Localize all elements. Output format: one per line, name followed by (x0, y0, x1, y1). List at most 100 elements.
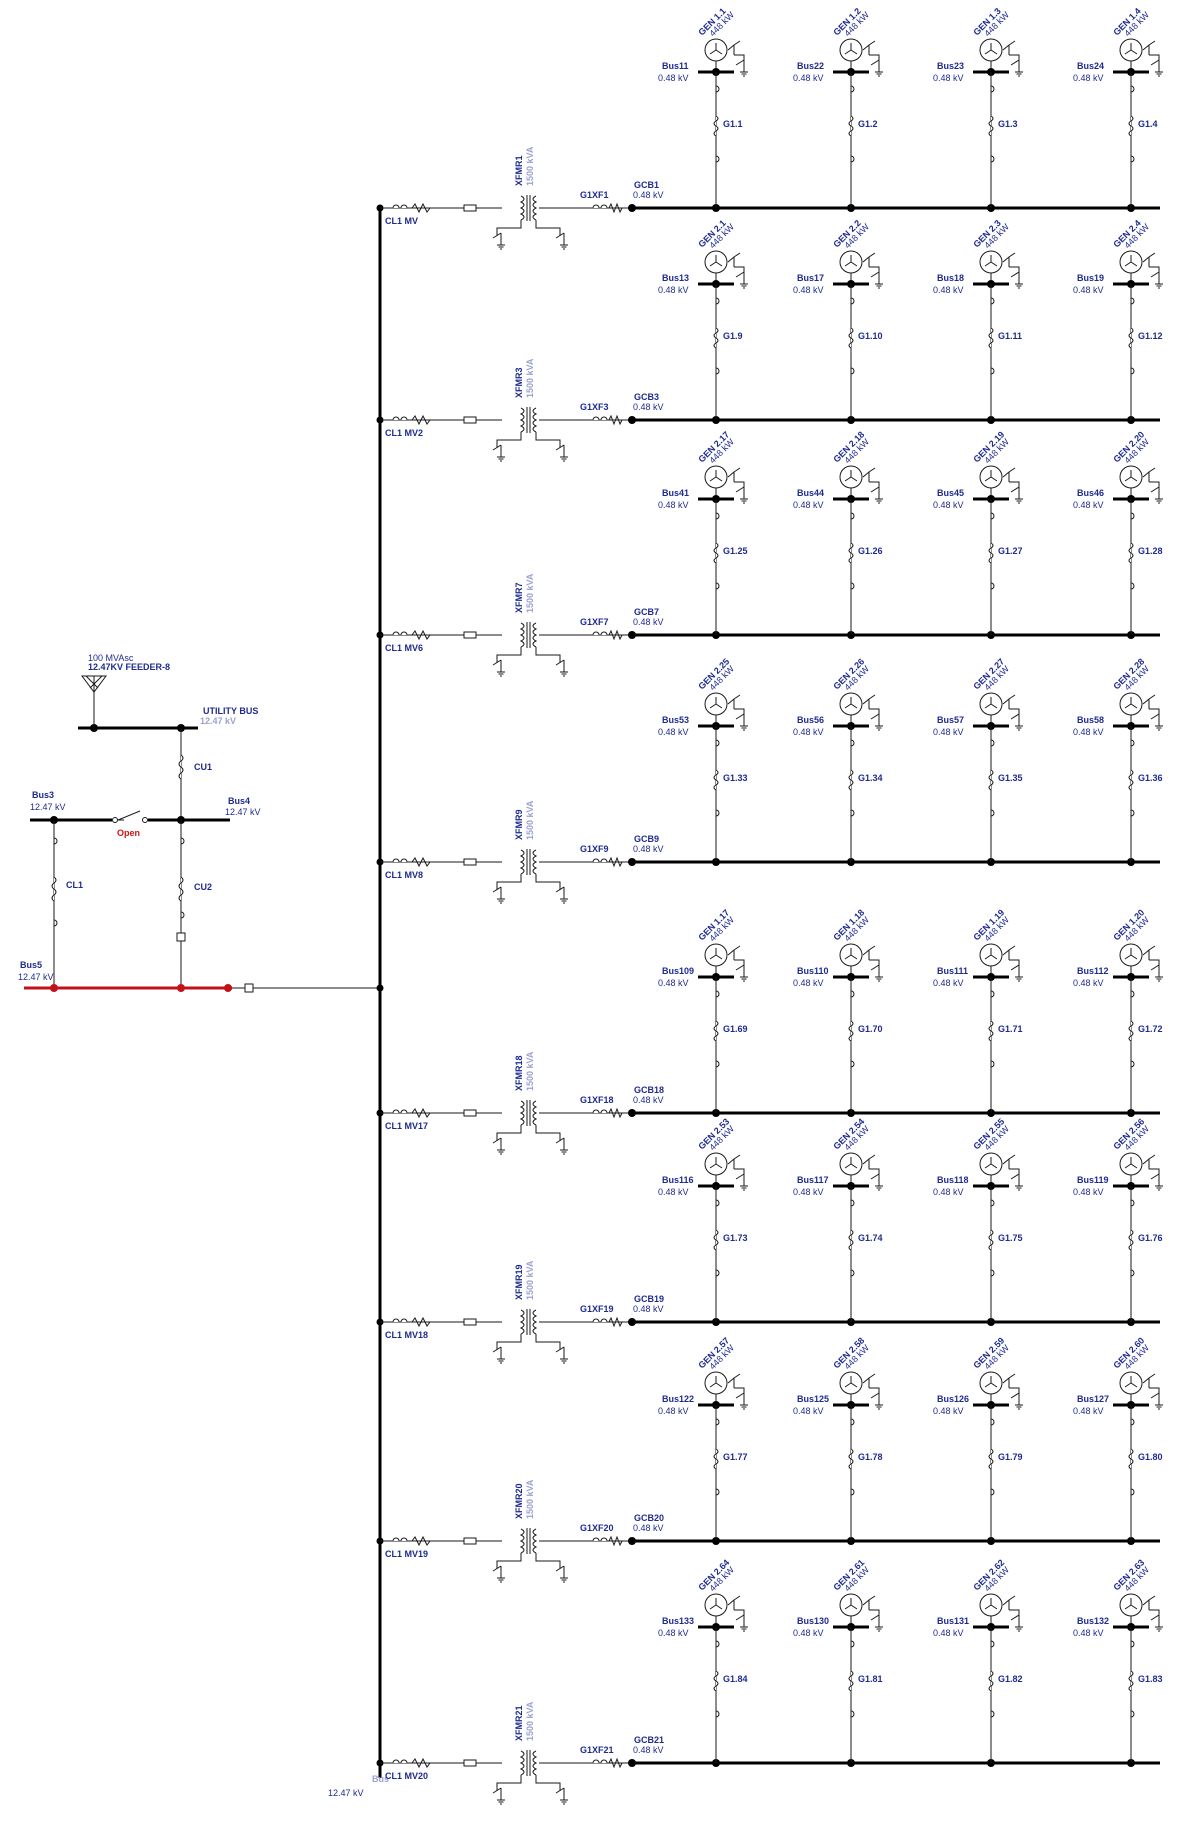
fuse-icon[interactable] (463, 631, 477, 639)
transformer-secondary-icon[interactable] (532, 407, 538, 433)
generator-cable-label: G1.28 (1138, 546, 1163, 556)
generator-bus-voltage: 0.48 kV (658, 978, 689, 988)
mv-cable-icon[interactable] (392, 858, 408, 863)
cable-icon[interactable] (848, 769, 854, 791)
mv-cable-icon[interactable] (392, 1109, 408, 1114)
cable-icon[interactable] (988, 115, 994, 137)
transformer-secondary-icon[interactable] (532, 622, 538, 648)
bus5-name: Bus5 (20, 960, 42, 970)
lv-cable-icon (592, 1109, 608, 1114)
cable-icon[interactable] (713, 1229, 719, 1251)
cable-icon[interactable] (988, 542, 994, 564)
tie-switch-icon[interactable] (112, 810, 148, 823)
transformer-primary-icon (519, 195, 525, 221)
cable-icon[interactable] (988, 327, 994, 349)
generator-bus-name: Bus24 (1077, 61, 1104, 71)
breaker-cu2-icon[interactable] (176, 932, 186, 942)
transformer-secondary-icon[interactable] (532, 1100, 538, 1126)
bus3-name: Bus3 (32, 790, 54, 800)
cable-icon[interactable] (1128, 1020, 1134, 1042)
mv-cable-icon[interactable] (392, 416, 408, 421)
ground-icon (870, 1392, 883, 1410)
cable-breaker-icon (990, 1418, 995, 1426)
generator-cable-label: G1.83 (1138, 1674, 1163, 1684)
cable-icon[interactable] (848, 327, 854, 349)
cable-icon[interactable] (848, 1020, 854, 1042)
fuse-icon[interactable] (463, 1759, 477, 1767)
generator-cable-label: G1.71 (998, 1024, 1023, 1034)
cable-icon[interactable] (988, 1229, 994, 1251)
generator-bus-voltage: 0.48 kV (933, 1406, 964, 1416)
cable-icon[interactable] (713, 1020, 719, 1042)
feeder-cable-label: CL1 MV17 (385, 1121, 428, 1131)
cable-icon[interactable] (848, 1670, 854, 1692)
generator-bus-voltage: 0.48 kV (1073, 727, 1104, 737)
cable-cl1-icon[interactable] (51, 837, 58, 927)
cable-icon[interactable] (848, 1229, 854, 1251)
cable-icon[interactable] (848, 1448, 854, 1470)
fuse-icon[interactable] (463, 1318, 477, 1326)
mv-cable-icon[interactable] (392, 631, 408, 636)
cable-icon[interactable] (713, 115, 719, 137)
bus3-voltage: 12.47 kV (30, 802, 66, 812)
cable-icon[interactable] (1128, 115, 1134, 137)
utility-section: 100 MVAsc 12.47KV FEEDER-8 UTILITY BUS 1… (18, 653, 380, 993)
mv-cable-icon[interactable] (392, 1537, 408, 1542)
generator-bus-name: Bus41 (662, 488, 689, 498)
cable-icon[interactable] (713, 327, 719, 349)
cable-icon[interactable] (1128, 1229, 1134, 1251)
cable-icon[interactable] (988, 769, 994, 791)
generator-cable-label: G1.82 (998, 1674, 1023, 1684)
cable-cu1-icon[interactable] (178, 754, 184, 780)
cable-icon[interactable] (1128, 327, 1134, 349)
cable-cu2-icon[interactable] (178, 837, 185, 919)
cable-icon[interactable] (988, 1020, 994, 1042)
fuse-icon[interactable] (463, 1537, 477, 1545)
cable-icon[interactable] (713, 1448, 719, 1470)
cable-breaker-icon (850, 1640, 855, 1648)
main-breaker-icon[interactable] (244, 983, 254, 993)
transformer-secondary-icon[interactable] (532, 195, 538, 221)
fuse-icon[interactable] (463, 858, 477, 866)
utility-bus-node (90, 724, 98, 732)
transformer-secondary-icon[interactable] (532, 1309, 538, 1335)
cable-icon[interactable] (988, 1670, 994, 1692)
cable-icon[interactable] (988, 1448, 994, 1470)
cable-icon[interactable] (1128, 769, 1134, 791)
cable-cu1-label: CU1 (194, 762, 212, 772)
transformer-secondary-icon[interactable] (532, 1750, 538, 1776)
generator-bus-name: Bus23 (937, 61, 964, 71)
ground-icon (735, 713, 748, 731)
utility-source-icon[interactable] (81, 675, 107, 728)
cable-icon[interactable] (713, 542, 719, 564)
transformer-secondary-icon[interactable] (532, 849, 538, 875)
mv-cable-icon[interactable] (392, 1318, 408, 1323)
ground-icon (555, 444, 568, 462)
fuse-icon[interactable] (463, 1109, 477, 1117)
gcb-label: GCB7 (634, 607, 659, 617)
cable-icon[interactable] (1128, 542, 1134, 564)
mv-cable-icon[interactable] (392, 204, 408, 209)
cable-icon[interactable] (848, 542, 854, 564)
cable-icon[interactable] (848, 115, 854, 137)
transformer-rating: 1500 kVA (525, 146, 535, 186)
transformer-rating: 1500 kVA (525, 800, 535, 840)
cable-icon[interactable] (713, 1670, 719, 1692)
ground-icon (1010, 1173, 1023, 1191)
fuse-icon[interactable] (463, 204, 477, 212)
mv-cable-icon[interactable] (392, 1759, 408, 1764)
generator-bus-voltage: 0.48 kV (793, 1628, 824, 1638)
generator-bus-name: Bus125 (797, 1394, 829, 1404)
cable-icon[interactable] (1128, 1448, 1134, 1470)
ground-icon (1010, 1392, 1023, 1410)
fuse-icon[interactable] (463, 416, 477, 424)
cable-icon[interactable] (713, 769, 719, 791)
transformer-secondary-icon[interactable] (532, 1528, 538, 1554)
generator-bus-name: Bus132 (1077, 1616, 1109, 1626)
cable-icon[interactable] (1128, 1670, 1134, 1692)
cable-breaker-icon (1130, 1269, 1135, 1277)
